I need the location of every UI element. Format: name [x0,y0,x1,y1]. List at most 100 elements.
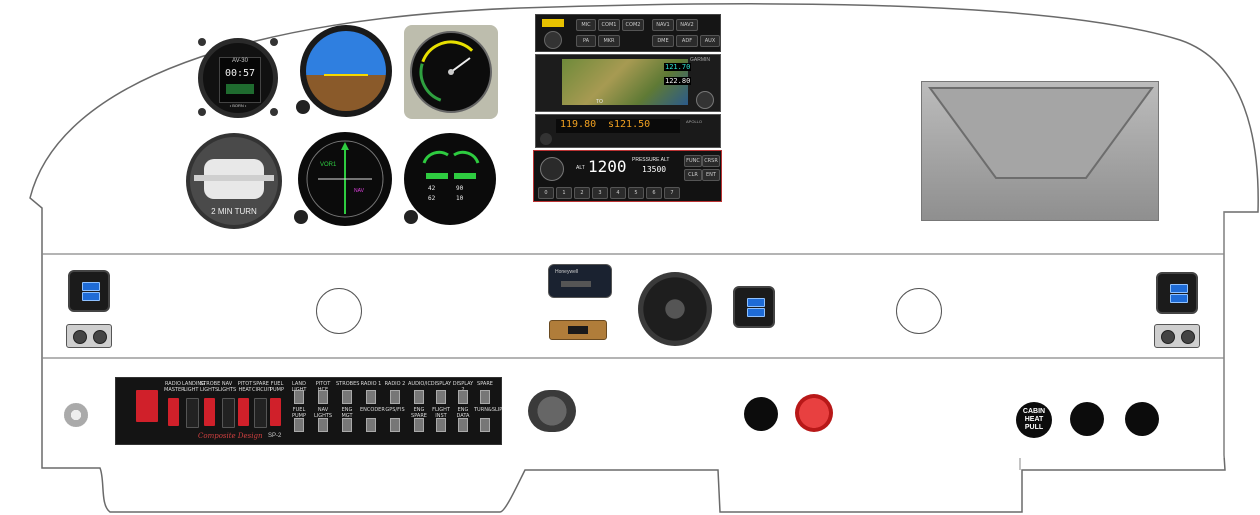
gps-freq-standby: 122.80 [664,77,692,85]
transponder-key[interactable]: 0 [538,187,554,199]
transponder-key[interactable]: 6 [646,187,662,199]
circuit-breaker[interactable] [342,418,352,432]
transponder-side-key[interactable]: FUNC [684,155,702,167]
audio-button[interactable]: PA [576,35,596,47]
headset-jacks-left[interactable] [66,324,112,348]
circuit-breaker[interactable] [366,418,376,432]
transponder-side-key[interactable]: CLR [684,169,702,181]
breaker-label: GPS/FIS [385,407,405,413]
attitude-knob-icon[interactable] [296,100,310,114]
audio-button[interactable]: DME [652,35,674,47]
circuit-breaker[interactable] [390,390,400,404]
attitude-indicator [300,25,392,117]
rocker-switch[interactable] [254,398,267,428]
engine-readout: 62 [428,195,436,202]
com-active-freq: 119.80 [560,119,597,130]
rocker-switch[interactable] [204,398,215,426]
master-switch[interactable] [136,390,158,422]
breaker-label: ENG DATA [456,407,470,419]
circuit-breaker[interactable] [366,390,376,404]
air-vent-icon[interactable] [638,272,712,346]
nav-com-radio: 119.80 s121.50 APOLLO [535,114,721,148]
com-brand: APOLLO [686,119,703,124]
transponder-knob-icon[interactable] [540,157,564,181]
transponder-key[interactable]: 2 [574,187,590,199]
black-pull-knob[interactable] [744,397,778,431]
rocker-switch[interactable] [270,398,281,426]
circuit-breaker[interactable] [414,390,424,404]
transponder-key[interactable]: 7 [664,187,680,199]
circuit-breaker[interactable] [294,390,304,404]
transponder-alt-value: 13500 [642,165,667,174]
hsi-knob-icon[interactable] [294,210,308,224]
breaker-label: DISPLAY 2 [452,381,474,392]
black-pull-knob[interactable] [1070,402,1104,436]
transponder-key[interactable]: 1 [556,187,572,199]
ignition-key-icon[interactable] [64,403,88,427]
av30-screw-icon [198,38,206,46]
audio-button[interactable]: MIC [576,19,596,31]
rocker-switch[interactable] [168,398,179,426]
audio-button[interactable]: NAV2 [676,19,698,31]
red-pull-knob[interactable] [795,394,833,432]
hsi-instrument: VOR1 NAV [298,132,392,226]
av30-instrument: AV-30 00:57 • BORN • [198,38,278,118]
gps-brand: GARMIN [690,57,710,63]
audio-button[interactable]: COM2 [622,19,644,31]
circuit-breaker[interactable] [480,390,490,404]
transponder-key[interactable]: 5 [628,187,644,199]
circuit-breaker[interactable] [458,390,468,404]
engine-monitor: 42 90 62 10 [404,133,496,225]
rocker-label: LANDING LIGHT [182,381,206,393]
audio-button[interactable]: AUX [700,35,720,47]
av30-screw-icon [270,108,278,116]
transponder-alt-label: PRESSURE ALT [632,157,670,163]
usb-charger-left[interactable] [68,270,110,312]
audio-button[interactable]: COM1 [598,19,620,31]
transponder-key[interactable]: 3 [592,187,608,199]
breaker-label: PITOT HCE [315,381,331,392]
circuit-breaker[interactable] [318,418,328,432]
av30-title: AV-30 [232,58,248,64]
annunciator-panel: Honeywell [548,264,612,298]
circuit-breaker[interactable] [390,418,400,432]
push-button-grey[interactable] [528,390,576,432]
breaker-label: ENG SPARE [411,407,427,419]
circuit-breaker[interactable] [436,390,446,404]
glove-box[interactable] [921,81,1159,221]
transponder-side-key[interactable]: CRSR [702,155,720,167]
rocker-label: SPARE CIRCUIT [252,381,272,393]
breaker-label: TURN&SLIP [474,407,503,413]
rocker-switch[interactable] [238,398,249,426]
engine-knob-icon[interactable] [404,210,418,224]
circuit-breaker[interactable] [458,418,468,432]
audio-button[interactable]: ADF [676,35,698,47]
circuit-breaker[interactable] [436,418,446,432]
gps-knob-icon[interactable] [696,91,714,109]
av30-screw-icon [198,108,206,116]
circuit-breaker[interactable] [342,390,352,404]
breaker-label: ENG MGT [341,407,353,419]
audio-button[interactable]: MKR [598,35,620,47]
cabin-heat-knob[interactable]: CABIN HEAT PULL [1016,402,1052,438]
black-pull-knob[interactable] [1125,402,1159,436]
com-knob-icon[interactable] [540,133,552,145]
av30-screw-icon [270,38,278,46]
headset-jacks-right[interactable] [1154,324,1200,348]
circuit-breaker[interactable] [480,418,490,432]
usb-charger-center[interactable] [733,286,775,328]
circuit-breaker[interactable] [294,418,304,432]
circuit-breaker[interactable] [318,390,328,404]
usb-charger-right[interactable] [1156,272,1198,314]
transponder-side-key[interactable]: ENT [702,169,720,181]
hsi-mode: NAV [354,188,364,194]
rocker-switch[interactable] [186,398,199,428]
audio-volume-knob-icon[interactable] [544,31,562,49]
breaker-label: FLIGHT INST [432,407,450,419]
breaker-label: DISPLAY [430,381,452,387]
dimmer-switch[interactable] [549,320,607,340]
transponder-key[interactable]: 4 [610,187,626,199]
audio-button[interactable]: NAV1 [652,19,674,31]
rocker-switch[interactable] [222,398,235,428]
circuit-breaker[interactable] [414,418,424,432]
